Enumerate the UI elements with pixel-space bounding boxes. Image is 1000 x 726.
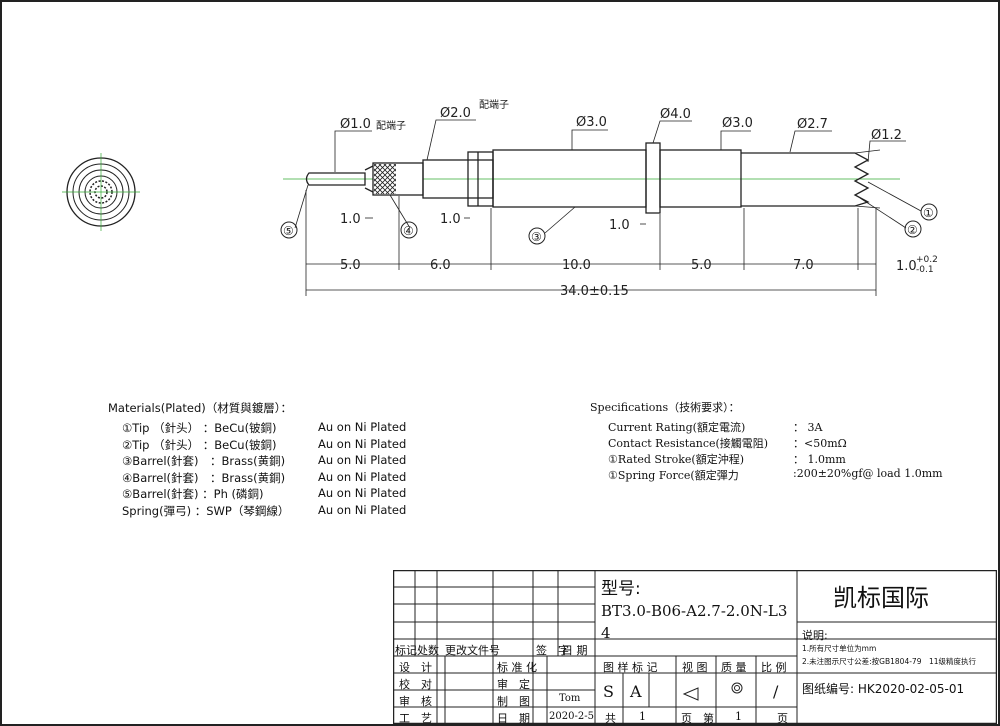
materials-title: Materials(Plated)（材質與鍍層）： <box>108 401 292 415</box>
total-length: 34.0±0.15 <box>560 284 629 299</box>
rev-header-mark: 标记 <box>395 644 417 657</box>
design-label: 设 计 <box>399 661 432 674</box>
view-header: 视 图 <box>682 661 708 674</box>
end-view <box>62 153 140 231</box>
materials-row: ③Barrel(針套) ：Brass(黄銅)Au on Ni Plated <box>122 453 407 468</box>
len-1b: 1.0 <box>440 212 461 227</box>
standard-label: 标 准 化 <box>497 661 537 674</box>
materials-row: ①Tip （針头） ：BeCu(铍銅)Au on Ni Plated <box>122 420 407 435</box>
mark-header: 图 样 标 记 <box>603 661 658 674</box>
scale-value: / <box>773 682 779 701</box>
dimension-lines <box>305 190 877 296</box>
materials-section: Materials(Plated)（材質與鍍層）： ①Tip （針头） ：BeC… <box>108 400 528 519</box>
rev-header-date: 日 期 <box>562 644 588 657</box>
seg-5b: 5.0 <box>691 258 712 273</box>
spec-row: ①Rated Stroke(額定沖程)： 1.0mm <box>608 453 846 466</box>
len-1a: 1.0 <box>340 212 361 227</box>
company-name: 凯标国际 <box>833 584 929 612</box>
seg-7: 7.0 <box>793 258 814 273</box>
materials-row: ④Barrel(針套) ：Brass(黄銅)Au on Ni Plated <box>122 469 407 485</box>
spec-row: Current Rating(額定電流)： 3A <box>608 421 823 434</box>
total-pages: 1 <box>639 710 646 723</box>
dia-2: Ø2.0 <box>440 106 471 121</box>
tol-plus: +0.2 <box>916 255 938 265</box>
page-num: 1 <box>735 710 742 723</box>
note-1: 1.所有尺寸单位为mm <box>802 644 877 653</box>
dia-3b: Ø3.0 <box>722 116 753 131</box>
craft-label: 工 艺 <box>399 712 432 725</box>
quality-header: 质 量 <box>721 661 747 674</box>
date-value: 2020-2-5 <box>549 711 594 722</box>
callout-4: ④ <box>403 224 414 238</box>
callout-2: ② <box>907 223 918 237</box>
model-label: 型号: <box>601 579 641 599</box>
mark-s: S <box>603 682 614 701</box>
pei-label-2: 配端子 <box>479 98 509 111</box>
tol-minus: -0.1 <box>916 265 934 275</box>
date-label: 日 期 <box>497 712 530 725</box>
rev-header-doc: 更改文件号 <box>445 644 500 657</box>
specs-title: Specifications（技術要求）： <box>590 401 740 414</box>
callout-3: ③ <box>531 230 542 244</box>
spec-row: Contact Resistance(接觸電阻)：<50mΩ <box>608 437 847 450</box>
dia-4: Ø4.0 <box>660 107 691 122</box>
dimension-texts: Ø1.0 配端子 Ø2.0 配端子 Ø3.0 Ø4.0 Ø3.0 Ø2.7 Ø1… <box>340 98 938 299</box>
materials-row: Spring(彈弓) ：SWP（琴鋼線）Au on Ni Plated <box>122 502 407 518</box>
model-value: BT3.0-B06-A2.7-2.0N-L34 <box>601 602 788 642</box>
mark-a: A <box>630 682 642 701</box>
page-unit-1: 页 <box>681 712 692 725</box>
leader-lines <box>294 119 922 234</box>
review-label: 审 核 <box>399 695 432 708</box>
dia-27: Ø2.7 <box>797 117 828 132</box>
page-unit-2: 页 <box>777 712 788 725</box>
callout-5: ⑤ <box>283 224 294 238</box>
seg-6: 6.0 <box>430 258 451 273</box>
spec-row: ①Spring Force(額定彈力:200±20%gf@ load 1.0mm <box>608 467 943 482</box>
rev-header-sign: 签 字 <box>536 644 569 657</box>
materials-row: ②Tip （針头） ：BeCu(铍銅)Au on Ni Plated <box>122 436 407 452</box>
check-label: 校 对 <box>399 678 432 691</box>
drafter-name: Tom <box>559 693 581 704</box>
title-block-grid <box>393 570 997 724</box>
dia-1: Ø1.0 <box>340 117 371 132</box>
drawing-number: 图纸编号: HK2020-02-05-01 <box>802 682 965 696</box>
rev-header-count: 处数 <box>417 644 439 657</box>
callout-1: ① <box>923 206 934 220</box>
callouts: ⑤ ④ ③ ① ② <box>280 203 938 245</box>
dia-12: Ø1.2 <box>871 128 902 143</box>
notes-label: 说明: <box>802 629 828 642</box>
len-1c: 1.0 <box>609 218 630 233</box>
specifications-section: Specifications（技術要求）： Current Rating(額定電… <box>590 399 990 483</box>
dia-3a: Ø3.0 <box>576 115 607 130</box>
seg-5a: 5.0 <box>340 258 361 273</box>
total-label: 共 <box>605 712 616 725</box>
pei-label-1: 配端子 <box>376 119 406 132</box>
probe-body <box>305 142 881 214</box>
seg-1-end: 1.0 <box>896 259 917 274</box>
seg-10: 10.0 <box>562 258 591 273</box>
audit-label: 审 定 <box>497 678 530 691</box>
note-2: 2.未注图示尺寸公差:按GB1804-79 11级精度执行 <box>802 657 977 666</box>
scale-header: 比 例 <box>761 661 787 674</box>
materials-row: ⑤Barrel(針套) ：Ph (磷銅)Au on Ni Plated <box>122 486 407 501</box>
probe-drawing: Ø1.0 配端子 Ø2.0 配端子 Ø3.0 Ø4.0 Ø3.0 Ø2.7 Ø1… <box>62 98 938 299</box>
small-dims <box>365 217 646 225</box>
page-label: 第 <box>703 712 714 725</box>
title-block: 标记 处数 更改文件号 签 字 日 期 设 计 校 对 审 核 工 艺 标 准 … <box>393 570 997 725</box>
drafter-label: 制 图 <box>497 695 530 708</box>
